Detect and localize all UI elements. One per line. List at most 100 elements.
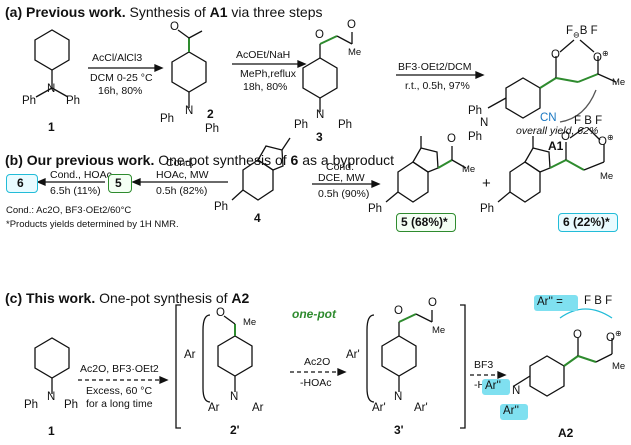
a-step3-bot: r.t., 0.5h, 97% [405,80,470,92]
b-compound-4-label: 4 [254,211,261,225]
a-ph-2b: Ph [205,123,220,135]
a-n-1: N [47,83,56,95]
c-arpp-eq-highlight [534,295,578,311]
c-arpp-eq: Ar'' = [537,296,563,308]
b-compound-6-label: 6 [17,176,24,190]
b-compound-5-yield-box [396,213,456,232]
a-compound-1-label: 1 [48,120,55,134]
c-n-1: N [47,391,56,403]
a-step1-bot1: DCM 0-25 °C [90,72,153,84]
c-product-A2 [513,308,613,397]
c-compound-3p-label: 3' [394,423,404,437]
a-cn: CN [540,112,557,124]
b-ph-4: Ph [214,201,229,213]
c-arp: Ar' [346,349,360,361]
b-compound-6-box [6,174,38,193]
b-compound-5 [385,136,467,203]
b-arrow-left1-bot: 6.5h (11%) [50,185,101,197]
c-ar: Ar [184,349,196,361]
b-o-6: O [561,131,570,143]
b-bf2: F B F [574,115,603,127]
b-arrow-right-top1: Cond. [326,161,355,173]
a-overall-yield: overall yield, 62% [516,125,599,137]
a-o-3b: O [347,19,356,31]
b-arrow-left2-bot: 0.5h (82%) [156,185,208,197]
b-o-5: O [447,133,456,145]
a-benzene-1 [34,29,70,98]
a-me-3: Me [348,47,362,58]
c-o-A2b: O⊕ [606,329,622,344]
b-me-6: Me [600,171,614,182]
a-bf2: F⊖B F [566,25,598,40]
b-me-5: Me [462,164,476,175]
c-n-2p: N [230,391,239,403]
c-ph-1: Ph [24,399,39,411]
c-me-2p: Me [243,317,257,328]
a-o-2: O [170,21,179,33]
a-o-3: O [315,29,324,41]
a-step2-bot1: MePh,reflux [240,68,297,80]
b-compound-6-yield-box [558,213,618,232]
b-arrow-left2-top1: Cond. [166,157,195,169]
section-c-title: (c) This work. One-pot synthesis of A2 [5,290,250,306]
a-ph-right-1: Ph [66,95,81,107]
c-compound-A2-label: A2 [558,426,574,440]
c-arp-3p-a: Ar' [372,402,386,414]
b-compound-4 [231,137,291,201]
a-step1-top: AcCl/AlCl3 [92,52,143,64]
a-compound-3-label: 3 [316,130,323,144]
section-b-title: (b) Our previous work. One-pot synthesis… [5,152,395,168]
c-o-A2: O [573,329,582,341]
a-compound-2-label: 2 [207,107,214,121]
c-me-A2: Me [612,361,626,372]
b-compound-5-yield: 5 (68%)* [401,215,448,229]
c-arrow1-bot1: Excess, 60 °C [86,385,153,397]
b-compound-6-yield: 6 (22%)* [563,215,610,229]
a-ph-A1: Ph [468,105,483,117]
a-ph-3b: Ph [338,119,353,131]
c-bracket-left [175,304,181,429]
a-step2-top: AcOEt/NaH [236,49,291,61]
a-o-A1: O [551,49,560,61]
c-n-3p: N [394,391,403,403]
a-n-2: N [185,105,194,117]
c-arp-3p-b: Ar' [414,402,428,414]
c-n-A2: N [512,385,521,397]
c-compound-2p-label: 2' [230,423,240,437]
b-o-6b: O⊕ [598,133,614,148]
a-compound-A1-label: A1 [548,139,564,153]
b-arrow-right-top2: DCE, MW [318,172,365,184]
b-note-1: Cond.: Ac2O, BF3·OEt2/60°C [6,205,132,216]
b-arrow-left1-top: Cond., HOAc [50,169,112,181]
c-o-3p: O [394,305,403,317]
c-me-3p: Me [432,325,446,336]
b-compound-5-box [108,174,132,193]
c-arpp-highlight-2 [500,404,528,420]
a-step1-bot2: 16h, 80% [98,85,143,97]
a-ph-2: Ph [160,113,175,125]
c-arrow1-bot2: for a long time [86,398,153,410]
c-arrow3-top: BF3 [474,359,494,371]
c-compound-3p [366,310,433,403]
a-me-A1: Me [612,77,626,88]
c-compound-2p [202,314,253,403]
a-ph-3: Ph [294,119,309,131]
c-arrow1-top: Ac2O, BF3·OEt2 [80,363,159,375]
a-benzene-3 [302,32,353,112]
c-arrow2-bot: -HOAc [300,377,332,389]
c-o-3pb: O [428,297,437,309]
b-compound-5-label: 5 [115,176,122,190]
a-n-3: N [316,109,325,121]
section-a-title: (a) Previous work. Synthesis of A1 via t… [5,4,323,20]
c-arpp-highlight-1 [482,379,510,395]
a-ph-A1b: Ph [468,131,483,143]
c-ph-1b: Ph [64,399,79,411]
c-arpp-1: Ar'' [485,380,501,392]
c-compound-1-label: 1 [48,424,55,438]
b-compound-6 [497,127,605,203]
b-ph-6: Ph [480,203,495,215]
c-bf2-A2: F B F [584,295,613,307]
b-arrow-left2-top2: HOAc, MW [156,169,209,181]
b-ph-5: Ph [368,203,383,215]
